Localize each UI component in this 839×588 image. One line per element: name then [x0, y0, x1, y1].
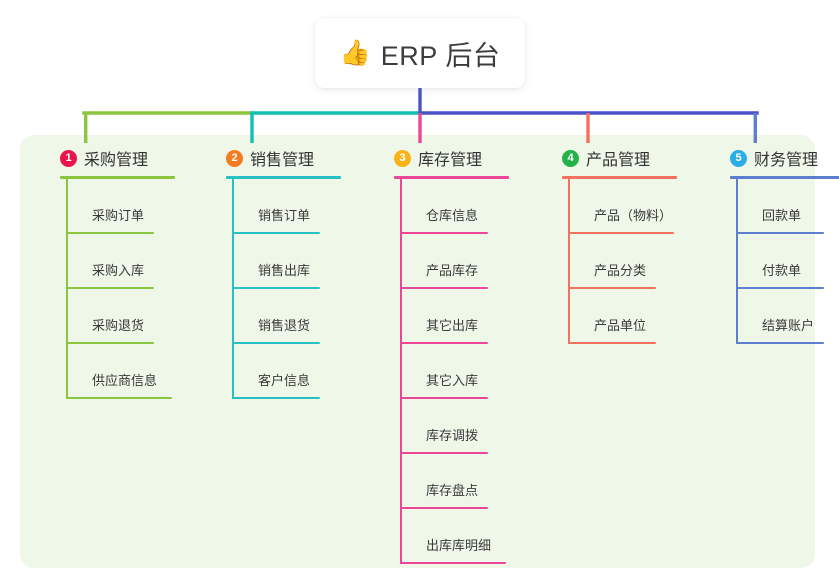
branch-badge-5: 5: [730, 149, 747, 167]
branch-underline-1: [60, 176, 175, 179]
branch-title-5: 财务管理: [754, 152, 819, 169]
branch-column-3[interactable]: 3 库存管理 仓库信息 产品库存 其它出库 其它入库 库存调拨: [374, 146, 509, 564]
branch-spine-3: [400, 179, 402, 564]
leaf-underline: [66, 397, 172, 399]
leaf-label: 结算账户: [762, 318, 815, 333]
branch-header-2[interactable]: 2 销售管理: [206, 146, 314, 170]
leaf-underline: [736, 232, 824, 234]
leaf-underline: [568, 287, 656, 289]
leaf-label: 其它入库: [426, 373, 479, 388]
leaf-label: 供应商信息: [92, 373, 158, 388]
branch-underline-3: [394, 176, 509, 179]
leaf-label: 销售出库: [258, 263, 311, 278]
branch-spine-1: [66, 179, 68, 399]
leaf-label: 采购入库: [92, 263, 145, 278]
leaf-underline: [568, 342, 656, 344]
branch-badge-4: 4: [562, 149, 579, 167]
branch-underline-2: [226, 176, 341, 179]
leaf-label: 销售订单: [258, 208, 311, 223]
leaf-label: 产品单位: [594, 318, 647, 333]
leaf-label: 出库库明细: [426, 538, 492, 553]
branch-column-2[interactable]: 2 销售管理 销售订单 销售出库 销售退货 客户信息: [206, 146, 341, 399]
leaf-label: 产品库存: [426, 263, 479, 278]
diagram-background-panel: [20, 135, 815, 568]
branch-spine-4: [568, 179, 570, 344]
leaf-underline: [66, 287, 154, 289]
leaf-underline: [736, 342, 824, 344]
leaf-label: 产品（物料）: [594, 208, 673, 223]
leaf-underline: [400, 287, 488, 289]
leaf-underline: [66, 232, 154, 234]
branch-column-4[interactable]: 4 产品管理 产品（物料） 产品分类 产品单位: [542, 146, 677, 344]
branch-title-3: 库存管理: [418, 152, 483, 169]
branch-column-1[interactable]: 1 采购管理 采购订单 采购入库 采购退货 供应商信息: [40, 146, 175, 399]
leaf-underline: [400, 452, 488, 454]
branch-title-2: 销售管理: [250, 152, 315, 169]
branch-underline-4: [562, 176, 677, 179]
branch-spine-5: [736, 179, 738, 344]
branch-header-4[interactable]: 4 产品管理: [542, 146, 650, 170]
branch-spine-2: [232, 179, 234, 399]
leaf-underline: [66, 342, 154, 344]
leaf-label: 付款单: [762, 263, 802, 278]
branch-header-1[interactable]: 1 采购管理: [40, 146, 148, 170]
leaf-underline: [400, 507, 488, 509]
leaf-label: 采购订单: [92, 208, 145, 223]
branch-title-4: 产品管理: [586, 152, 651, 169]
branch-badge-2: 2: [226, 149, 243, 167]
thumbs-up-icon: 👍: [339, 38, 371, 67]
leaf-underline: [568, 232, 674, 234]
leaf-label: 其它出库: [426, 318, 479, 333]
branch-underline-5: [730, 176, 839, 179]
leaf-label: 采购退货: [92, 318, 145, 333]
root-node-content: 👍 ERP 后台: [340, 34, 501, 73]
leaf-underline: [400, 232, 488, 234]
leaf-label: 客户信息: [258, 373, 311, 388]
leaf-underline: [400, 562, 506, 564]
leaf-label: 库存盘点: [426, 483, 479, 498]
branch-badge-1: 1: [60, 149, 77, 167]
leaf-label: 库存调拨: [426, 428, 479, 443]
leaf-underline: [232, 397, 320, 399]
leaf-underline: [400, 397, 488, 399]
root-title: ERP 后台: [380, 40, 501, 71]
branch-title-1: 采购管理: [84, 152, 149, 169]
branch-column-5[interactable]: 5 财务管理 回款单 付款单 结算账户: [710, 146, 839, 344]
leaf-underline: [232, 342, 320, 344]
leaf-underline: [232, 287, 320, 289]
leaf-underline: [736, 287, 824, 289]
leaf-label: 销售退货: [258, 318, 311, 333]
branch-header-5[interactable]: 5 财务管理: [710, 146, 818, 170]
leaf-underline: [400, 342, 488, 344]
leaf-label: 仓库信息: [426, 208, 479, 223]
branch-badge-3: 3: [394, 149, 411, 167]
leaf-label: 回款单: [762, 208, 802, 223]
branch-header-3[interactable]: 3 库存管理: [374, 146, 482, 170]
leaf-underline: [232, 232, 320, 234]
root-node[interactable]: 👍 ERP 后台: [315, 18, 525, 88]
leaf-label: 产品分类: [594, 263, 647, 278]
